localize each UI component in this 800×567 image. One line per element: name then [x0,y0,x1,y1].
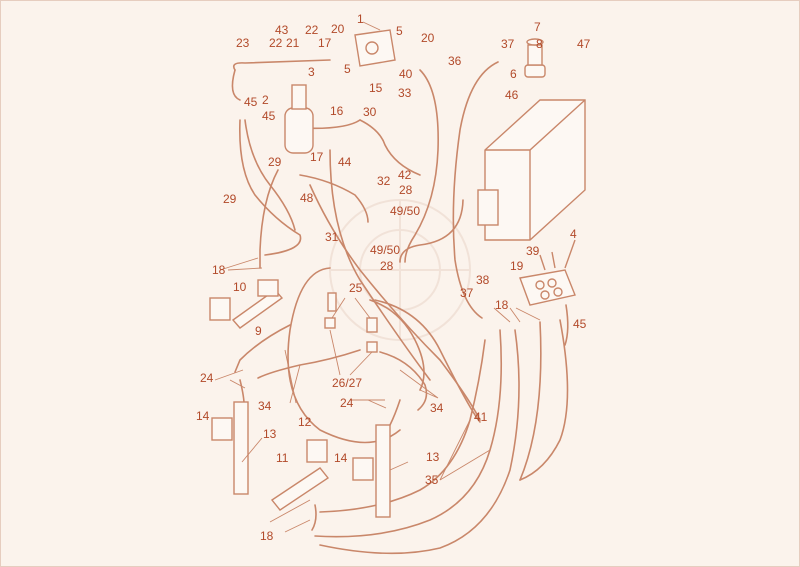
tee-fitting-3 [366,317,378,333]
callout-label: 35 [425,473,439,487]
callout-label: 5 [396,24,403,38]
filler-cap [526,38,544,46]
callout-label: 45 [573,317,587,331]
callout-label: 14 [334,451,348,465]
callout-label: 17 [310,150,324,164]
cylinder-13-right [375,424,391,518]
callout-label: 12 [298,415,312,429]
callout-label: 34 [430,401,444,415]
control-valve [519,269,576,306]
callout-label: 1 [357,12,364,26]
callout-label: 37 [460,286,474,300]
callout-label: 7 [534,20,541,34]
callout-label: 2 [262,93,269,107]
callout-label: 13 [426,450,440,464]
callout-label: 48 [300,191,314,205]
callout-label: 29 [223,192,237,206]
cylinder-9 [231,289,284,329]
callout-label: 20 [421,31,435,45]
valve-levers [539,239,576,271]
valve-port-4 [553,287,563,297]
callout-label: 37 [501,37,515,51]
callout-label: 21 [286,36,300,50]
callout-label: 34 [258,399,272,413]
callout-label: 46 [505,88,519,102]
tee-fitting-1 [324,317,336,329]
callout-label: 11 [276,451,289,465]
callout-label: 31 [325,230,339,244]
tank-bracket [477,189,499,226]
callout-label: 6 [510,67,517,81]
callout-label: 20 [331,22,345,36]
callout-label: 44 [338,155,352,169]
fitting-25 [327,292,337,312]
callout-label: 43 [275,23,289,37]
seal-kit-10 [209,297,231,321]
callout-label: 13 [263,427,277,441]
leader-lines [214,21,541,533]
callout-label: 9 [255,324,262,338]
cylinder-13-left [233,401,249,495]
callout-label: 32 [377,174,391,188]
callout-label: 38 [476,273,490,287]
seal-kit-12 [306,439,328,463]
callout-label: 14 [196,409,210,423]
callout-label: 26/27 [332,376,362,390]
callout-label: 49/50 [370,243,400,257]
callout-label: 4 [570,227,577,241]
filter-housing [284,107,314,154]
callout-label: 49/50 [390,204,420,218]
callout-label: 10 [233,280,247,294]
seal-kit-14-right [352,457,374,481]
callout-label: 28 [380,259,394,273]
callout-label: 29 [268,155,282,169]
callout-label: 17 [318,36,332,50]
valve-port-1 [535,280,545,290]
callout-label: 22 [305,23,319,37]
callout-label: 24 [340,396,354,410]
callout-label: 3 [308,65,315,79]
callout-label: 18 [212,263,226,277]
callout-label: 19 [510,259,524,273]
seal-kit-14-left [211,417,233,441]
tee-fitting-2 [366,341,378,353]
filler-neck [524,64,546,78]
filter-cap [291,84,307,110]
callout-label: 45 [262,109,276,123]
callout-label: 18 [260,529,274,543]
callout-label: 22 [269,36,283,50]
callout-label: 15 [369,81,383,95]
callout-label: 28 [399,183,413,197]
cylinder-11 [270,467,330,511]
callout-label: 25 [349,281,363,295]
callout-label: 42 [398,168,412,182]
cylinder-10-clamp [257,279,279,297]
callout-label: 40 [399,67,413,81]
callout-label: 8 [536,37,543,51]
callout-label: 16 [330,104,344,118]
callout-label: 41 [474,410,488,424]
watermark [329,199,471,341]
callout-label: 24 [200,371,214,385]
callout-label: 47 [577,37,591,51]
valve-port-3 [540,290,550,300]
callout-label: 45 [244,95,258,109]
tank-body [484,99,586,241]
callout-label: 36 [448,54,462,68]
pump-port [365,41,379,55]
callout-label: 33 [398,86,412,100]
valve-port-2 [547,278,557,288]
callout-label: 39 [526,244,540,258]
components [209,29,586,518]
callout-label: 18 [495,298,509,312]
callout-label: 23 [236,36,250,50]
callout-label: 5 [344,62,351,76]
callout-label: 30 [363,105,377,119]
